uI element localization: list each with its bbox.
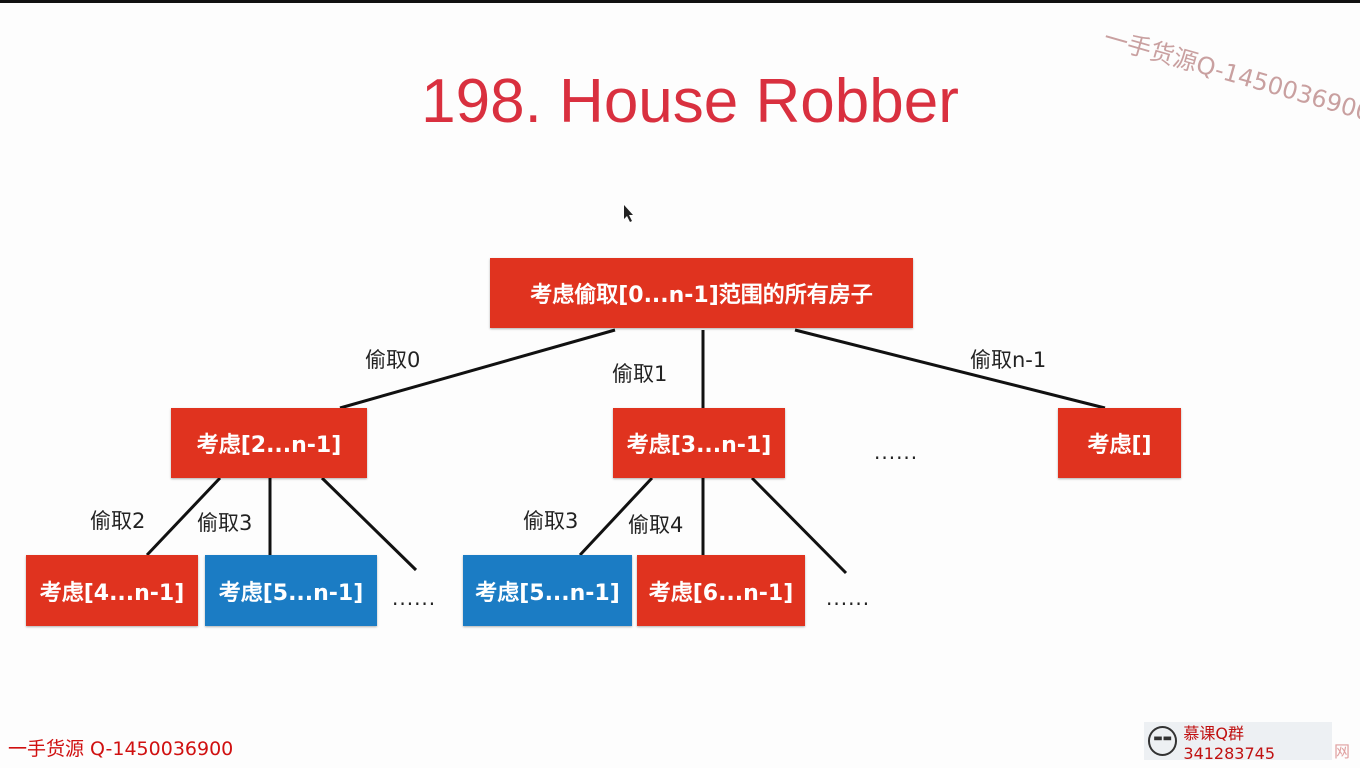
slide-title: 198. House Robber [421,67,959,136]
node-level2: 考虑[4...n-1] [26,555,198,626]
node-level2: 考虑[6...n-1] [637,555,805,626]
edge-label: 偷取3 [523,509,579,533]
node-level1: 考虑[] [1058,408,1181,478]
qq-group-badge: ▬▬ 慕课Q群341283745 [1144,722,1332,763]
ellipsis: ...... [392,586,437,610]
node-level2-overlap: 考虑[5...n-1] [205,555,377,626]
edge-label: 偷取n-1 [970,348,1047,372]
node-level1: 考虑[2...n-1] [171,408,367,478]
mascot-icon: ▬▬ [1148,726,1178,756]
ellipsis: ...... [874,440,919,464]
node-level1: 考虑[3...n-1] [613,408,785,478]
ellipsis: ...... [826,586,871,610]
edge-label: 偷取0 [365,348,421,372]
badge-text: 慕课Q群341283745 [1183,723,1276,763]
node-level2-overlap: 考虑[5...n-1] [463,555,632,626]
root-node: 考虑偷取[0...n-1]范围的所有房子 [490,258,913,328]
edge [578,476,654,557]
edge-label: 偷取4 [628,513,684,537]
watermark-bottom: 一手货源 Q-1450036900 [8,738,234,760]
top-bar [0,0,1360,3]
edge [145,476,222,557]
cursor-icon [624,205,633,222]
edge [794,328,1106,410]
edge-label: 偷取1 [612,362,668,386]
edge [339,328,616,410]
watermark-suffix: 网 [1334,742,1351,761]
edge-label: 偷取2 [90,509,146,533]
edge [320,476,418,572]
edge [750,476,848,575]
edge-label: 偷取3 [197,511,253,535]
